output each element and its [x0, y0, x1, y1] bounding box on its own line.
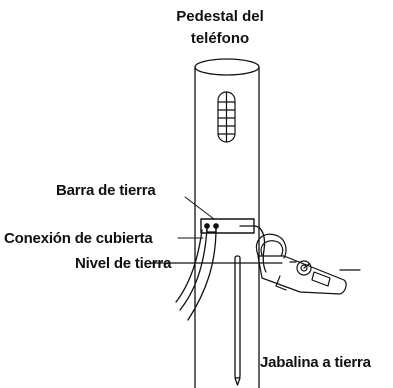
- pedestal-title: Pedestal del teléfono: [150, 6, 290, 50]
- ground-conductors: [175, 227, 217, 321]
- clamp-meter: [255, 233, 361, 295]
- vent-grille: [217, 91, 236, 143]
- ground-level-label: Nivel de tierra: [75, 255, 172, 272]
- ground-rod-label: Jabalina a tierra: [260, 354, 371, 371]
- bond-wire: [253, 225, 267, 273]
- cover-connection-label: Conexión de cubierta: [4, 230, 153, 247]
- leader-lines: [168, 196, 215, 264]
- ground-rod: [234, 255, 241, 386]
- ground-bar-label: Barra de tierra: [56, 182, 156, 199]
- pedestal-title-line-2: teléfono: [190, 30, 250, 47]
- ground-bar: [200, 218, 255, 234]
- pedestal-title-line-1: Pedestal del: [176, 8, 264, 25]
